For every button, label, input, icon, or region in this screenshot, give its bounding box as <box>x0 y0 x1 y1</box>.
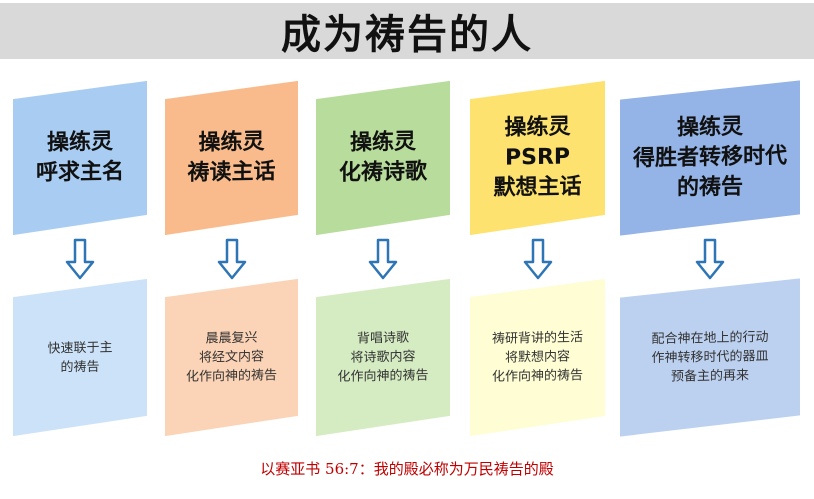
step-detail-card: 祷研背讲的生活将默想内容化作向神的祷告 <box>470 279 605 436</box>
step-title-card: 操练灵 PSRP 默想主话 <box>470 81 605 235</box>
page-title: 成为祷告的人 <box>281 12 533 58</box>
card-line: 操练灵 <box>198 129 265 156</box>
down-arrow-icon <box>217 238 246 280</box>
card-line: 背唱诗歌 <box>356 330 409 347</box>
card-line: 化作向神的祷告 <box>337 368 429 385</box>
step-title-card: 操练灵化祷诗歌 <box>316 81 450 235</box>
card-line: 晨晨复兴 <box>205 330 258 347</box>
card-line: 化作向神的祷告 <box>491 368 583 385</box>
step-title-card: 操练灵得胜者转移时代的祷告 <box>620 80 800 235</box>
step-title-card: 操练灵呼求主名 <box>13 81 147 235</box>
card-line: 操练灵 <box>46 129 113 156</box>
step-detail-card: 晨晨复兴将经文内容化作向神的祷告 <box>165 279 298 436</box>
scripture-caption: 以赛亚书 56:7：我的殿必称为万民祷告的殿 <box>260 460 554 478</box>
card-line: 呼求主名 <box>35 159 124 186</box>
down-arrow-icon <box>65 238 95 280</box>
card-line: 祷读主话 <box>187 159 276 186</box>
card-line: 操练灵 <box>349 129 416 156</box>
card-line: 将诗歌内容 <box>350 349 416 366</box>
down-arrow-icon <box>368 238 398 280</box>
down-arrow-icon <box>695 238 725 280</box>
step-detail-card: 快速联于主的祷告 <box>13 279 147 436</box>
down-arrow-icon <box>523 238 552 280</box>
step-title-card: 操练灵祷读主话 <box>165 81 298 235</box>
card-line: 将经文内容 <box>198 349 264 366</box>
card-line: 操练灵 <box>504 114 571 141</box>
card-line: 化祷诗歌 <box>338 159 427 186</box>
card-line: 的祷告 <box>60 359 100 375</box>
card-line: 将默想内容 <box>504 349 570 366</box>
card-line: 预备主的再来 <box>670 368 749 385</box>
step-detail-card: 配合神在地上的行动作神转移时代的器皿预备主的再来 <box>620 278 800 436</box>
card-line: 默想主话 <box>493 174 582 201</box>
card-line: 快速联于主 <box>47 339 113 357</box>
card-line: PSRP <box>504 144 571 171</box>
card-line: 得胜者转移时代 <box>632 143 787 172</box>
card-line: 作神转移时代的器皿 <box>651 348 769 367</box>
step-detail-card: 背唱诗歌将诗歌内容化作向神的祷告 <box>316 279 450 436</box>
card-line: 配合神在地上的行动 <box>651 329 769 348</box>
card-line: 祷研背讲的生活 <box>491 330 583 347</box>
card-line: 化作向神的祷告 <box>185 368 277 385</box>
card-line: 操练灵 <box>676 114 743 141</box>
card-line: 的祷告 <box>676 174 743 201</box>
title-bar: 成为祷告的人 <box>0 3 814 59</box>
